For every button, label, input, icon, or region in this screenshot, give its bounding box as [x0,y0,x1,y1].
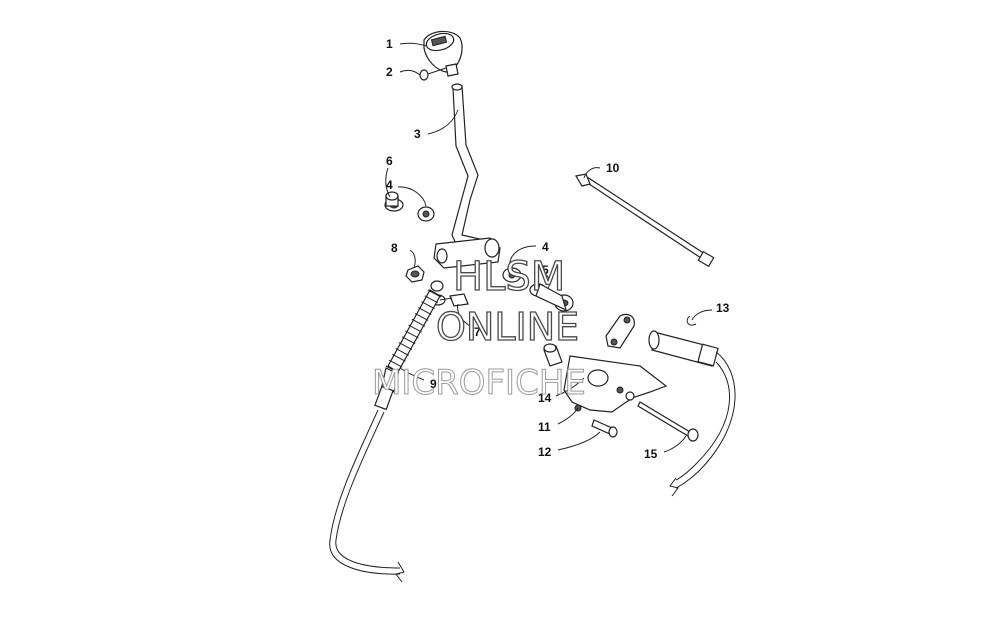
callout-1: 1 [386,37,393,51]
boot-rib [388,359,403,368]
screw-12 [591,419,618,438]
tie-strap [575,173,715,268]
boot-rib [424,295,439,304]
boot-rib [392,353,406,362]
cable-end [605,313,736,497]
callout-9: 9 [430,377,437,391]
washer-4a [417,206,435,222]
boot-rib [395,348,409,356]
callout-4b: 4 [542,240,549,254]
callout-15: 15 [644,447,658,461]
callout-5: 5 [542,263,549,277]
nut-8 [405,265,425,283]
watermark-line3: MICROFICHE [372,363,586,403]
watermark: HLSM ONLINE MICROFICHE [372,253,587,403]
callout-7: 7 [474,325,481,339]
bushing-5 [529,283,574,312]
boot-rib [411,318,426,327]
callout-12: 12 [538,445,552,459]
callout-8: 8 [391,241,398,255]
callout-13: 13 [716,301,730,315]
bolt-15 [625,391,699,442]
boot-rib [398,342,413,351]
watermark-line1: HLSM [453,254,565,300]
shift-lever [433,83,501,269]
boot-rib [421,301,435,310]
callout-10: 10 [606,161,620,175]
bushing-6 [384,191,404,212]
knob-screw [419,67,447,81]
boot-rib [385,365,400,374]
callout-2: 2 [386,65,393,79]
boot-rib [401,336,416,345]
shift-knob [423,30,463,77]
callouts: 1 2 3 6 4 8 4 5 7 9 10 13 14 11 12 15 [386,37,730,461]
callout-14: 14 [538,391,552,405]
leader-lines [385,42,713,453]
washer-4b [502,267,522,283]
boot-rib [408,324,422,333]
cable-bracket [543,343,668,413]
callout-3: 3 [414,127,421,141]
shift-cable [329,280,444,583]
callout-4a: 4 [386,178,393,192]
boot-rib [427,289,442,298]
callout-11: 11 [538,420,551,434]
watermark-line2: ONLINE [436,305,579,349]
callout-6: 6 [386,154,393,168]
boot-rib [414,312,429,321]
boot-rib [418,307,432,315]
boot-rib [405,330,419,339]
